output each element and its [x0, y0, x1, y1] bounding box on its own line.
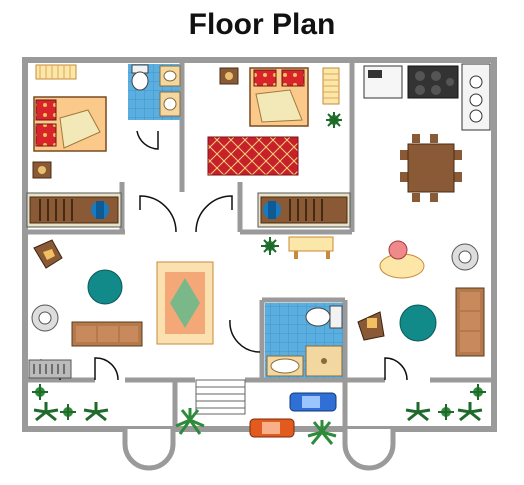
bathroom-bottom [265, 303, 343, 378]
armchair-icon [379, 240, 425, 279]
porch-plants-right [405, 384, 486, 422]
round-table-icon [399, 304, 437, 342]
potted-plant-icon [175, 408, 205, 435]
desk-top-left [35, 64, 77, 80]
refrigerator-icon [363, 65, 403, 99]
desk-vertical [322, 67, 340, 105]
potted-plant-icon [405, 402, 431, 422]
potted-plant-icon [438, 404, 454, 420]
potted-plant-icon [33, 402, 59, 422]
wardrobe-left [26, 192, 122, 228]
nightstand-icon [219, 67, 239, 85]
bay-window-right [342, 429, 396, 471]
potted-plant-icon [457, 402, 483, 422]
bathtub-icon [266, 355, 304, 377]
toilet-icon [305, 305, 343, 329]
bathroom-top [128, 64, 181, 120]
tv-cabinet-icon [28, 359, 72, 379]
entrance [175, 379, 337, 445]
bed-icon [249, 67, 309, 127]
armchair-icon [357, 311, 385, 341]
tv-cabinet-icon [451, 243, 479, 271]
porch-plants-left [32, 384, 109, 422]
kitchen [363, 63, 491, 202]
sink-icon [461, 63, 491, 131]
stove-icon [407, 65, 459, 99]
sink-icon [159, 65, 181, 87]
bed-icon [33, 96, 107, 152]
sofa-icon [71, 321, 143, 347]
potted-plant-icon [83, 402, 109, 422]
round-table-icon [87, 269, 123, 305]
toilet-icon [131, 64, 149, 91]
dining-table-icon [400, 134, 462, 202]
shower-icon [305, 345, 343, 377]
bedroom-middle [207, 67, 351, 228]
living-area [28, 236, 485, 379]
wardrobe-middle [257, 192, 351, 228]
potted-plant-icon [60, 404, 76, 420]
potted-plant-icon [326, 112, 342, 128]
bay-window-left [122, 429, 176, 471]
stairs-icon [195, 379, 246, 415]
page-title: Floor Plan [188, 8, 336, 41]
tv-cabinet-icon [31, 304, 59, 332]
rug-icon [207, 136, 299, 176]
potted-plant-icon [261, 237, 279, 255]
rug-icon [156, 261, 214, 345]
sink-icon [159, 91, 181, 117]
desk-horizontal [288, 236, 334, 259]
potted-plant-icon [32, 384, 48, 400]
bedroom-left [26, 64, 122, 228]
potted-plant-icon [307, 420, 337, 445]
potted-plant-icon [470, 384, 486, 400]
nightstand-icon [32, 161, 52, 179]
armchair-icon [33, 239, 63, 269]
car-icon [289, 392, 337, 412]
car-icon [249, 418, 295, 438]
sofa-icon [455, 287, 485, 357]
